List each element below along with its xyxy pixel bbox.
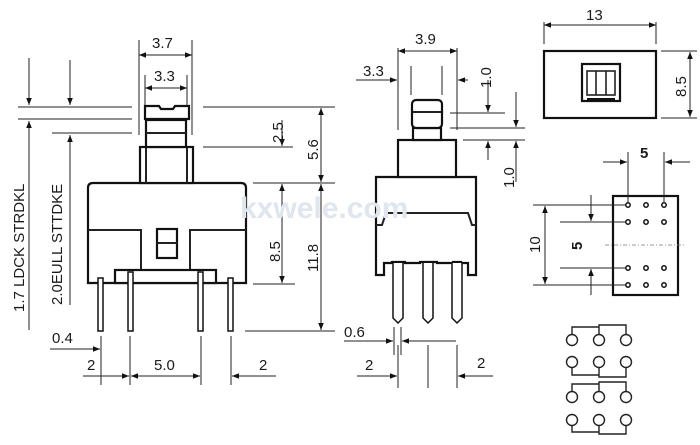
- cap: [143, 104, 191, 121]
- front-view: 3.9 3.3 1.0 1.0 0.6 2 2: [344, 31, 525, 388]
- footprint-view: 5 10 5: [527, 145, 690, 297]
- circuit-schematic: [565, 324, 633, 435]
- dim-stem-height: 1.0: [501, 167, 518, 188]
- dim-row-pitch: 5: [569, 242, 586, 250]
- side-label-1: 1.7 LDCK STRDKL: [11, 184, 28, 312]
- dim-front-pin-width: 0.6: [344, 324, 365, 341]
- dim-pin-span: 5.0: [154, 357, 175, 374]
- dim-body-height: 8.5: [267, 241, 284, 262]
- dim-travel: 2.5: [270, 122, 287, 143]
- dim-cap-height: 1.0: [478, 67, 495, 88]
- pins: [97, 271, 234, 332]
- dim-row-span: 10: [527, 236, 544, 253]
- side-view: 3.7 3.3 1.7 LDCK STRDKL 2.0EULL STTDKE 2…: [11, 35, 335, 385]
- dim-stem-width: 3.9: [415, 31, 436, 48]
- top-view: 13 8.5: [542, 7, 697, 120]
- dim-pitch-right: 2: [259, 357, 267, 374]
- dim-plunger-height: 5.6: [305, 139, 322, 160]
- dim-cap-width: 3.7: [152, 35, 173, 52]
- front-plunger: [410, 98, 444, 130]
- footprint-outline: [611, 194, 680, 297]
- dim-total-height: 11.8: [305, 244, 322, 272]
- dim-column-pitch: 5: [640, 145, 648, 162]
- stem: [138, 145, 195, 185]
- dim-front-pitch-left: 2: [365, 357, 373, 374]
- side-label-2: 2.0EULL STTDKE: [49, 184, 66, 305]
- dim-pin-width: 0.4: [52, 330, 73, 347]
- dim-plunger-width: 3.3: [154, 68, 175, 85]
- dim-top-width: 13: [586, 7, 603, 24]
- front-body: [374, 175, 478, 277]
- dim-front-pitch-right: 2: [477, 355, 485, 372]
- watermark: kxwele.com: [240, 192, 408, 225]
- dim-top-height: 8.5: [673, 76, 690, 97]
- front-pins: [392, 263, 463, 325]
- dim-pitch-left: 2: [87, 357, 95, 374]
- dim-front-plunger-width: 3.3: [363, 63, 384, 80]
- front-stem: [396, 138, 458, 179]
